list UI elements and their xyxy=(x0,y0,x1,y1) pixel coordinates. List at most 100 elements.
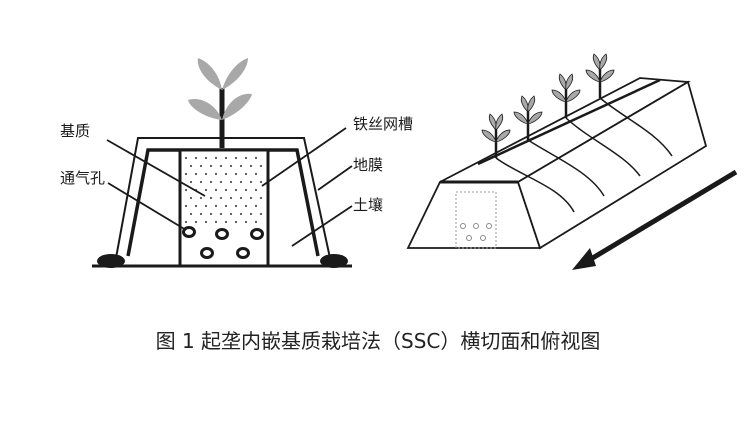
substrate-dot xyxy=(189,164,193,168)
substrate-dot xyxy=(214,156,218,160)
label-substrate: 基质 xyxy=(60,122,90,140)
substrate-dot xyxy=(239,196,243,200)
substrate-dot xyxy=(244,156,248,160)
substrate-dot xyxy=(219,164,223,168)
substrate-dot xyxy=(259,180,263,184)
vent-hole xyxy=(215,228,229,240)
substrate-dot xyxy=(219,212,223,216)
substrate-dot xyxy=(254,220,258,224)
plant-icon xyxy=(481,113,511,158)
substrate-dot xyxy=(254,156,258,160)
substrate-dot xyxy=(249,196,253,200)
substrate-dot xyxy=(209,180,213,184)
vent-hole xyxy=(236,247,250,259)
substrate-dot xyxy=(204,172,208,176)
substrate-dot xyxy=(189,212,193,216)
substrate-dot xyxy=(229,196,233,200)
label-vent-hole: 通气孔 xyxy=(60,169,105,187)
drip-lines xyxy=(495,97,673,213)
perspective-diagram xyxy=(406,53,738,270)
substrate-dot xyxy=(224,172,228,176)
substrate-dot xyxy=(224,220,228,224)
substrate-dot xyxy=(204,204,208,208)
vent-hole xyxy=(250,228,264,240)
substrate-dot xyxy=(239,180,243,184)
leader-mulch-film xyxy=(317,165,353,191)
substrate-dot xyxy=(234,188,238,192)
substrate-dot xyxy=(184,172,188,176)
substrate-dot xyxy=(239,164,243,168)
trough-end-box xyxy=(455,191,497,249)
substrate-dot xyxy=(184,204,188,208)
vent-hole xyxy=(182,226,196,238)
label-mulch-film: 地膜 xyxy=(353,156,383,174)
substrate-dot xyxy=(199,212,203,216)
substrate-dot xyxy=(189,196,193,200)
plant-icon xyxy=(551,73,581,118)
substrate-dot xyxy=(209,196,213,200)
substrate-dot xyxy=(259,164,263,168)
leader-lines xyxy=(106,127,353,247)
substrate-dots xyxy=(184,156,263,224)
substrate-dot xyxy=(244,188,248,192)
substrate-dot xyxy=(219,196,223,200)
plant-icon xyxy=(188,58,252,148)
vent-holes xyxy=(182,226,264,259)
trough-end-holes xyxy=(460,223,492,241)
substrate-dot xyxy=(229,180,233,184)
substrate-dot xyxy=(254,188,258,192)
substrate-dot xyxy=(244,220,248,224)
substrate-dot xyxy=(204,220,208,224)
substrate-dot xyxy=(209,164,213,168)
substrate-dot xyxy=(214,172,218,176)
film-anchor-left xyxy=(97,254,125,268)
substrate-dot xyxy=(209,212,213,216)
plant-icon xyxy=(513,95,543,140)
substrate-dot xyxy=(229,164,233,168)
substrate-dot xyxy=(254,172,258,176)
substrate-dot xyxy=(204,188,208,192)
leader-substrate xyxy=(106,139,206,197)
substrate-dot xyxy=(184,188,188,192)
substrate-dot xyxy=(249,212,253,216)
leader-vent-hole xyxy=(107,182,187,231)
wire-mesh-trough xyxy=(178,148,270,268)
direction-arrow xyxy=(572,169,738,270)
substrate-dot xyxy=(214,188,218,192)
substrate-dot xyxy=(194,172,198,176)
planting-slit xyxy=(477,78,661,166)
substrate-dot xyxy=(199,164,203,168)
substrate-dot xyxy=(234,156,238,160)
leader-soil xyxy=(291,205,353,247)
substrate-dot xyxy=(194,220,198,224)
substrate-dot xyxy=(199,196,203,200)
cross-section-diagram: 基质 通气孔 铁丝网槽 地膜 土壤 xyxy=(60,58,413,268)
leader-wire-trough xyxy=(261,127,347,187)
small-plants xyxy=(481,53,615,158)
film-anchor-right xyxy=(320,254,348,268)
substrate-dot xyxy=(184,220,188,224)
substrate-dot xyxy=(204,156,208,160)
substrate-dot xyxy=(244,204,248,208)
substrate-dot xyxy=(184,156,188,160)
substrate-dot xyxy=(249,164,253,168)
substrate-dot xyxy=(224,156,228,160)
substrate-dot xyxy=(189,180,193,184)
substrate-dot xyxy=(214,220,218,224)
substrate-dot xyxy=(234,172,238,176)
substrate-dot xyxy=(199,180,203,184)
substrate-dot xyxy=(239,212,243,216)
substrate-dot xyxy=(259,212,263,216)
substrate-dot xyxy=(259,196,263,200)
substrate-dot xyxy=(249,180,253,184)
label-wire-trough: 铁丝网槽 xyxy=(353,115,413,133)
substrate-dot xyxy=(194,204,198,208)
substrate-dot xyxy=(244,172,248,176)
substrate-dot xyxy=(214,204,218,208)
substrate-dot xyxy=(224,188,228,192)
label-soil: 土壤 xyxy=(353,196,383,214)
substrate-dot xyxy=(219,180,223,184)
figure-caption: 图 1 起垄内嵌基质栽培法（SSC）横切面和俯视图 xyxy=(156,329,601,353)
substrate-dot xyxy=(194,156,198,160)
